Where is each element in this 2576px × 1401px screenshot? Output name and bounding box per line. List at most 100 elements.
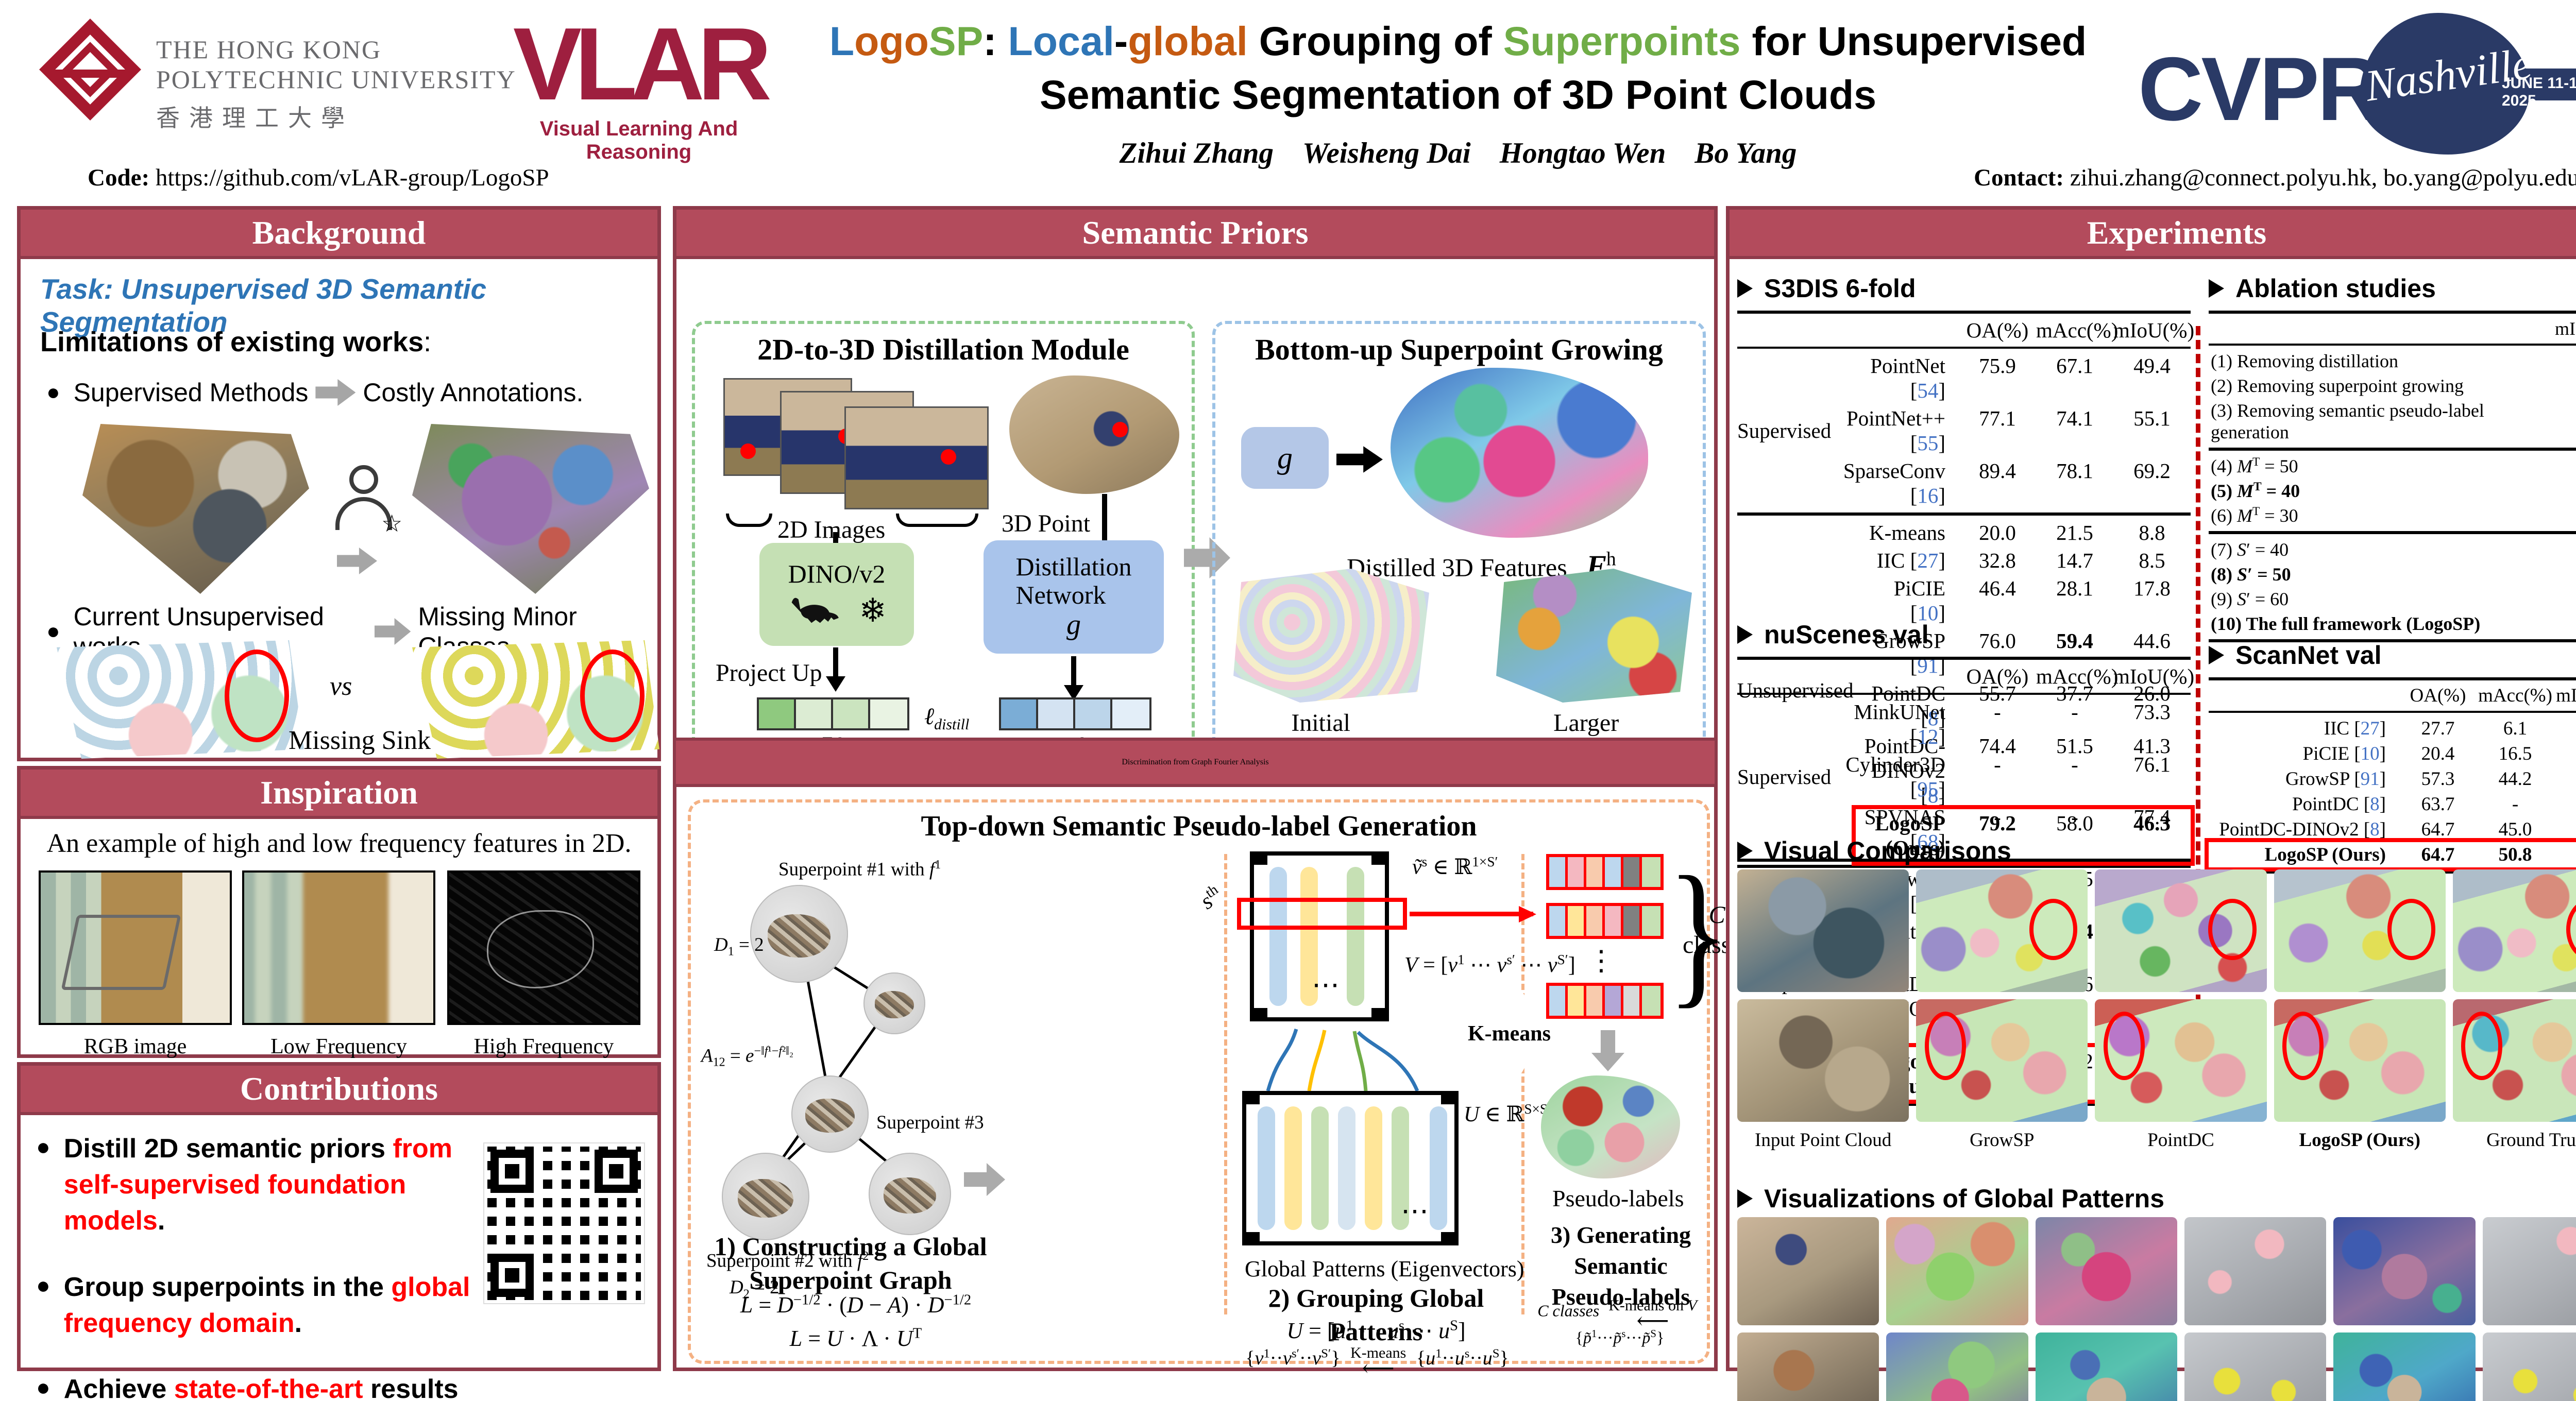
limitation-bullet-1: ● Supervised Methods Costly Annotations. [46,378,584,407]
title-segment: ogo [854,18,929,64]
pointcloud-image [2095,999,2267,1122]
3d-point-label: 3D Point [1002,510,1091,537]
table-row: (7) S′ = 4032.6 [2211,539,2289,560]
contact-emails[interactable]: zihui.zhang@connect.polyu.hk, bo.yang@po… [2070,164,2576,191]
right-arrow-icon [315,379,356,406]
author-name: Weisheng Dai [1302,136,1471,169]
high-frequency-image [447,870,640,1025]
step1-eq2: L = U · Λ · UT [789,1325,922,1351]
distillation-module-box: 2D-to-3D Distillation Module 2D Images 3… [692,321,1195,773]
distilled-features-image [1391,368,1648,538]
bedroom-photo-3 [844,406,989,509]
vtilde-dim-label: ṽs ∈ ℝ1×S′ [1412,854,1498,879]
highlight-ellipse [2029,899,2078,961]
highlight-ellipse [580,650,645,742]
step2-eq2: {v1··vs′··vS′} K-means⟵ {u1··us··uS} [1245,1344,1509,1381]
bullet-dot-icon: ● [36,1133,50,1160]
v-matrix: ⋯ [1250,851,1389,1021]
2d-feature-vector [757,697,909,730]
unsupervised-result-image [57,640,304,759]
annotator-icon: ☆ [325,465,402,537]
limitations-heading: Limitations of existing works: [40,327,432,357]
title-segment: for Unsupervised [1740,18,2087,64]
section-divider [1224,854,1227,1314]
classes-brace: } [1667,844,1729,1022]
table-row: (4) MT = 5034.7 [2211,455,2298,476]
pointcloud-image [2095,869,2267,992]
table-row: MinkUNet [12]--73.3 [1854,700,2171,748]
poster-title-line1: LogoSP: Local-global Grouping of Superpo… [804,14,2112,68]
u-dim-label: U ∈ ℝS×S [1464,1101,1548,1126]
s3dis-heading: S3DIS 6-fold [1737,274,1916,303]
arrow-bullet-icon [2209,646,2224,664]
global-patterns-label: Global Patterns (Eigenvectors) [1245,1256,1524,1282]
pseudo-labels-image [1541,1075,1680,1178]
superpoint-node [750,885,848,983]
global-patterns-heading: Visualizations of Global Patterns [1737,1184,2164,1214]
star-icon: ☆ [381,510,403,537]
table-row: PointDC-DINOv2 [8]64.745.029.6 [2219,819,2576,840]
title-segment: global [1128,18,1248,64]
missing-sink-label: Missing Sink [289,726,431,755]
rgb-image-label: RGB image [83,1035,187,1058]
polyu-name-line2: POLYTECHNIC UNIVERSITY [156,64,516,94]
pointcloud-image [2452,999,2576,1122]
distilled-features-label: Distilled 3D Features Fh [1347,549,1616,583]
scannet-table: OA(%)mAcc(%)mIoU(%)IIC [27]27.76.12.9PiC… [2205,677,2576,874]
arrow-bullet-icon [1737,625,1753,644]
pointcloud-image [2184,1332,2327,1401]
section-divider [1521,854,1524,1314]
table-row: SPVNAS [68]--77.4 [1864,805,2171,853]
highlight-ellipse [1924,1011,1966,1081]
author-name: Hongtao Wen [1499,136,1666,169]
pointcloud-image [2035,1332,2177,1401]
table-row: GrowSP [91]57.344.225.4 [2285,768,2576,790]
cvpr-dates: JUNE 11-15, 2025 [2502,75,2576,109]
initial-superpoints-image [1233,569,1429,703]
contributions-list: ●Distill 2D semantic priors from self-su… [36,1131,474,1401]
high-frequency-label: High Frequency [473,1035,614,1058]
pointcloud-image [2452,869,2576,992]
step2-eq1: U = [u1 ⋯ us ⋯ uS] [1286,1318,1466,1343]
table-row: PiCIE [10]20.416.57.6 [2302,743,2532,764]
snowflake-icon: ❄ [859,592,887,629]
table-row: (3) Removing semantic pseudo-label gener… [2211,400,2484,442]
distill-loss-label: ℓdistill [924,703,970,733]
rgb-image [39,870,232,1025]
vlar-wordmark: VLAR [513,7,772,122]
code-url[interactable]: https://github.com/vLAR-group/LogoSP [155,164,549,191]
superpoint-node [722,1153,809,1240]
semantic-priors-header: Semantic Priors [676,210,1714,259]
table-row: PointDC [8]63.7-25.7 [2292,794,2576,815]
table-row: (1) Removing distillation26.8 [2211,351,2398,371]
network-g-box: g [1241,427,1329,489]
table-row: (9) S′ = 6035.6 [2211,589,2289,609]
pointcloud-image [1737,869,1909,992]
pseudo-label-generation-title: Top-down Semantic Pseudo-label Generatio… [921,810,1477,842]
grid-column-label: Input Point Cloud [1755,1130,1892,1151]
adjacency-label: A12 = e−‖f¹−f²‖₂ [701,1045,794,1069]
arrow-bullet-icon [2209,279,2224,298]
inspiration-title: Inspiration [260,774,418,811]
ablation-heading: Ablation studies [2209,274,2436,303]
pointcloud-image [1737,1332,1879,1401]
step3-eq: C classes K-means on V⟵ {p̃1···p̃s···p̃S… [1537,1297,1697,1347]
class-feature-row [1546,903,1664,939]
scannet-heading: ScanNet val [2209,640,2381,670]
qr-code[interactable] [483,1142,645,1304]
cvpr-wordmark: CVPR [2138,39,2382,140]
background-panel: Background Task: Unsupervised 3D Semanti… [17,206,661,761]
pointcloud-image [1737,999,1909,1122]
task-statement: Task: Unsupervised 3D Semantic Segmentat… [40,273,487,338]
superpoint1-label: Superpoint #1 with f1 [778,858,941,880]
polyu-logo: THE HONG KONG POLYTECHNIC UNIVERSITY 香港理… [39,19,516,139]
table-row: Cylinder3D [95]--76.1 [1845,753,2171,801]
